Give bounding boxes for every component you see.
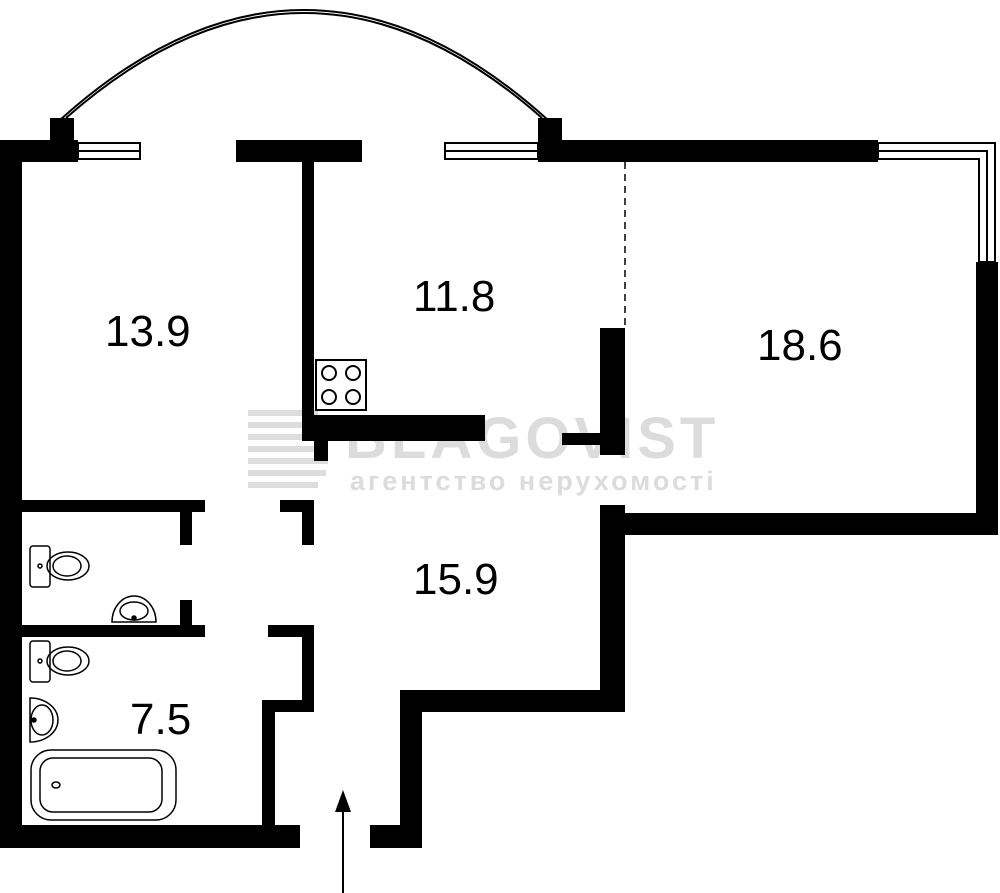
entrance-arrow-icon — [335, 790, 351, 893]
sink-icon — [111, 595, 157, 623]
watermark-tagline: агентство нерухомості — [350, 466, 717, 496]
balcony-arc — [59, 9, 549, 121]
room-area-hall: 15.9 — [413, 555, 499, 604]
windows — [77, 142, 996, 263]
window-corner — [877, 142, 996, 263]
bathtub-icon — [30, 749, 177, 821]
room-area-left-room: 13.9 — [105, 307, 191, 356]
room-area-kitchen: 11.8 — [413, 272, 495, 321]
sink-icon — [29, 697, 59, 743]
walls — [0, 118, 998, 848]
watermark-logo-icon — [248, 410, 328, 488]
room-area-bathroom: 7.5 — [130, 695, 191, 744]
toilet-icon — [29, 640, 90, 683]
toilet-icon — [29, 545, 90, 588]
stove-icon — [315, 359, 367, 411]
room-area-right-room: 18.6 — [757, 321, 843, 370]
